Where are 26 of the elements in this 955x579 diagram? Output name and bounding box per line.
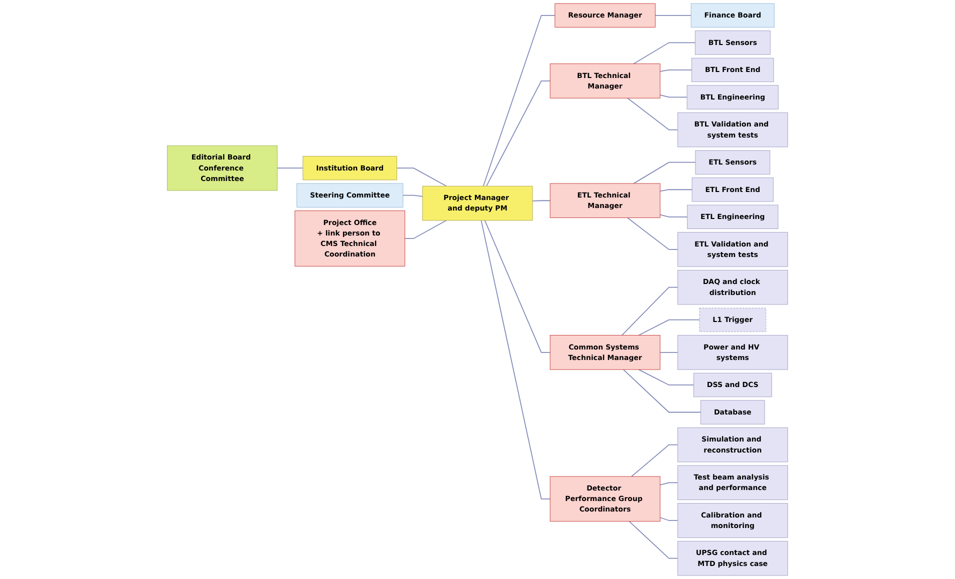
connector	[622, 369, 702, 413]
connector	[396, 168, 447, 187]
connector	[484, 220, 551, 353]
connector	[631, 444, 678, 477]
connector	[627, 217, 678, 250]
connector	[638, 319, 700, 336]
connector	[621, 286, 678, 336]
connector	[638, 369, 694, 386]
connector	[660, 352, 678, 353]
connector	[627, 98, 678, 130]
connector	[660, 214, 688, 218]
connector	[486, 80, 551, 187]
connector	[404, 220, 447, 239]
connector	[660, 482, 678, 486]
connector	[633, 42, 696, 64]
connector	[480, 220, 551, 500]
connector	[660, 189, 692, 192]
connector	[633, 162, 696, 184]
connector	[660, 94, 688, 98]
connector	[660, 70, 692, 72]
connector	[482, 14, 556, 187]
connector	[660, 517, 678, 521]
connector	[402, 194, 423, 197]
connector	[628, 520, 678, 559]
connector	[532, 200, 551, 202]
connector	[654, 14, 692, 16]
